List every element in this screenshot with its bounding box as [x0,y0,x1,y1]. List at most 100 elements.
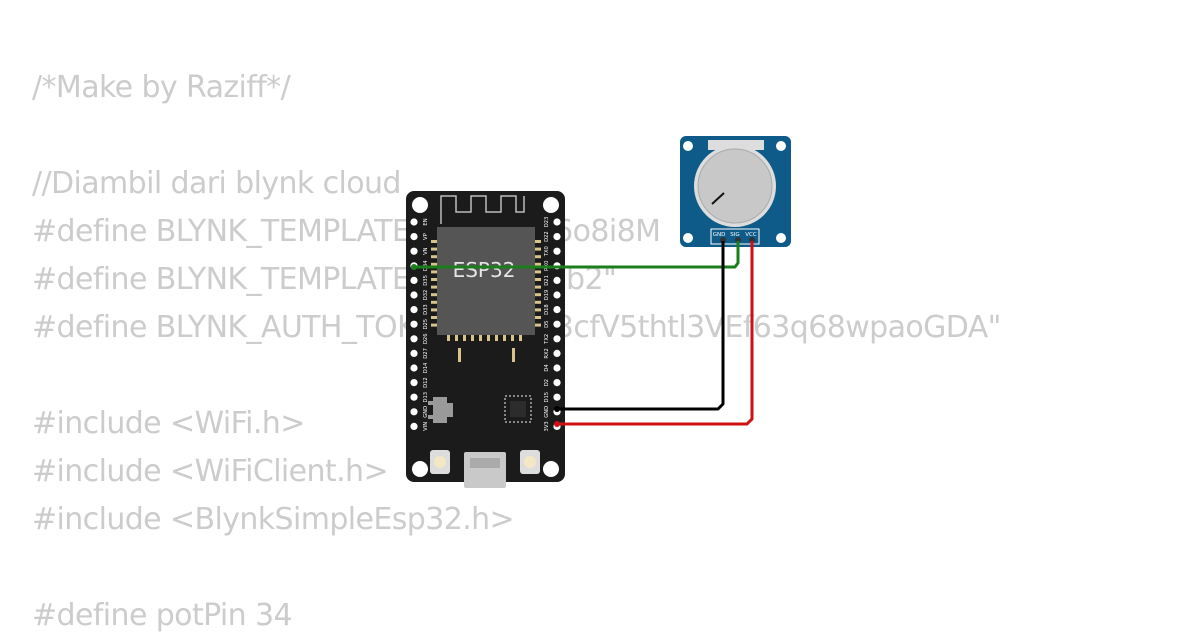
left-pin-d32[interactable] [410,291,418,299]
right-pin-d2[interactable] [553,379,561,387]
left-pin-label: VP [423,233,429,240]
left-pin-label: D14 [423,362,429,373]
right-pin-rx2[interactable] [553,349,561,357]
left-pin-vp[interactable] [410,233,418,241]
left-pin-d25[interactable] [410,320,418,328]
module-pad [535,300,541,304]
code-line: #include <WiFiClient.h> [32,454,389,489]
module-pad [479,335,482,341]
right-pin-label: D23 [544,217,550,228]
usb-port-opening [470,458,500,468]
pot-knob-indicator [711,192,725,205]
left-pin-vn[interactable] [410,247,418,255]
left-pin-label: D33 [423,304,429,315]
left-pin-d33[interactable] [410,306,418,314]
right-pin-d5[interactable] [553,320,561,328]
mounting-hole [776,233,786,243]
left-pin-d26[interactable] [410,335,418,343]
module-pad [431,247,437,251]
left-pin-d14[interactable] [410,364,418,372]
right-pin-d23[interactable] [553,218,561,226]
left-pin-d27[interactable] [410,349,418,357]
module-pad [431,316,437,319]
left-pin-label: D32 [423,290,429,301]
left-pin-d13[interactable] [410,393,418,401]
left-pin-d12[interactable] [410,379,418,387]
right-pin-label: D5 [544,321,550,328]
left-pin-label: D25 [423,319,429,330]
regulator-tab [447,403,453,417]
left-pin-label: D26 [423,333,429,344]
pot-pin-label-gnd: GND [713,232,726,238]
left-pin-gnd[interactable] [410,408,418,416]
right-pin-d15[interactable] [553,393,561,401]
right-pin-label: D2 [544,379,550,386]
left-pin-label: D34 [423,260,429,271]
left-pin-en[interactable] [410,218,418,226]
left-pin-vin[interactable] [410,422,418,430]
module-pad [535,323,541,327]
left-pin-d35[interactable] [410,276,418,284]
module-pad [535,262,541,266]
module-pad [535,247,541,251]
right-pin-label: TX2 [544,334,550,345]
code-line: #include <BlynkSimpleEsp32.h> [32,502,515,537]
module-pad [535,278,541,281]
code-line: //Diambil dari blynk cloud [32,166,401,201]
right-pin-d22[interactable] [553,233,561,241]
right-pin-label: TX0 [544,246,550,257]
right-pin-label: D22 [544,231,550,242]
module-pad [431,270,437,274]
mounting-hole [412,461,428,477]
mounting-hole [776,141,786,151]
module-pad [431,240,437,243]
left-pin-header: ENVPVND34D35D32D33D25D26D27D14D12D13GNDV… [410,218,429,431]
module-pad [447,335,450,341]
mounting-hole [683,233,693,243]
module-pad [431,293,437,297]
right-pin-d19[interactable] [553,291,561,299]
left-pin-label: VIN [423,422,429,431]
wire-power-3v3[interactable] [557,241,754,426]
right-pin-tx2[interactable] [553,335,561,343]
module-pad [431,308,437,312]
module-pad [519,335,522,341]
module-pad [511,335,514,341]
wire-signal-d34[interactable] [414,241,740,269]
module-pad [431,262,437,266]
mounting-hole [683,141,693,151]
module-pad [535,308,541,312]
wire-ground[interactable] [557,241,725,411]
right-pin-label: D19 [544,290,550,301]
module-pad [535,255,541,259]
right-pin-label: RX2 [544,348,550,358]
right-pin-tx0[interactable] [553,247,561,255]
right-pin-d18[interactable] [553,306,561,314]
mounting-hole [543,461,559,477]
module-pad [431,300,437,304]
right-pin-label: D18 [544,304,550,315]
left-pin-label: D12 [423,377,429,388]
code-line: /*Make by Raziff*/ [32,70,291,105]
module-pad [535,293,541,297]
module-pads [431,240,541,362]
right-pin-label: GND [544,406,550,418]
mounting-hole [412,197,428,213]
pot-knob[interactable] [697,148,773,224]
module-pad [503,335,506,341]
wire-endpoint [554,406,560,412]
potentiometer-module[interactable]: GND SIG VCC [680,136,791,247]
left-pin-label: D13 [423,392,429,403]
left-pin-label: GND [423,406,429,418]
module-pad [463,335,466,341]
right-pin-label: D4 [544,364,550,372]
esp32-board[interactable]: ESP32 ENVPVND34D35D32D33D25D26D27D14D12D… [406,191,565,488]
code-line: #include <WiFi.h> [32,406,305,441]
regulator-leg [428,415,433,419]
right-pin-d4[interactable] [553,364,561,372]
module-pad [471,335,474,341]
right-pin-d21[interactable] [553,276,561,284]
left-pin-label: EN [423,218,429,225]
pot-housing-top [708,140,764,150]
